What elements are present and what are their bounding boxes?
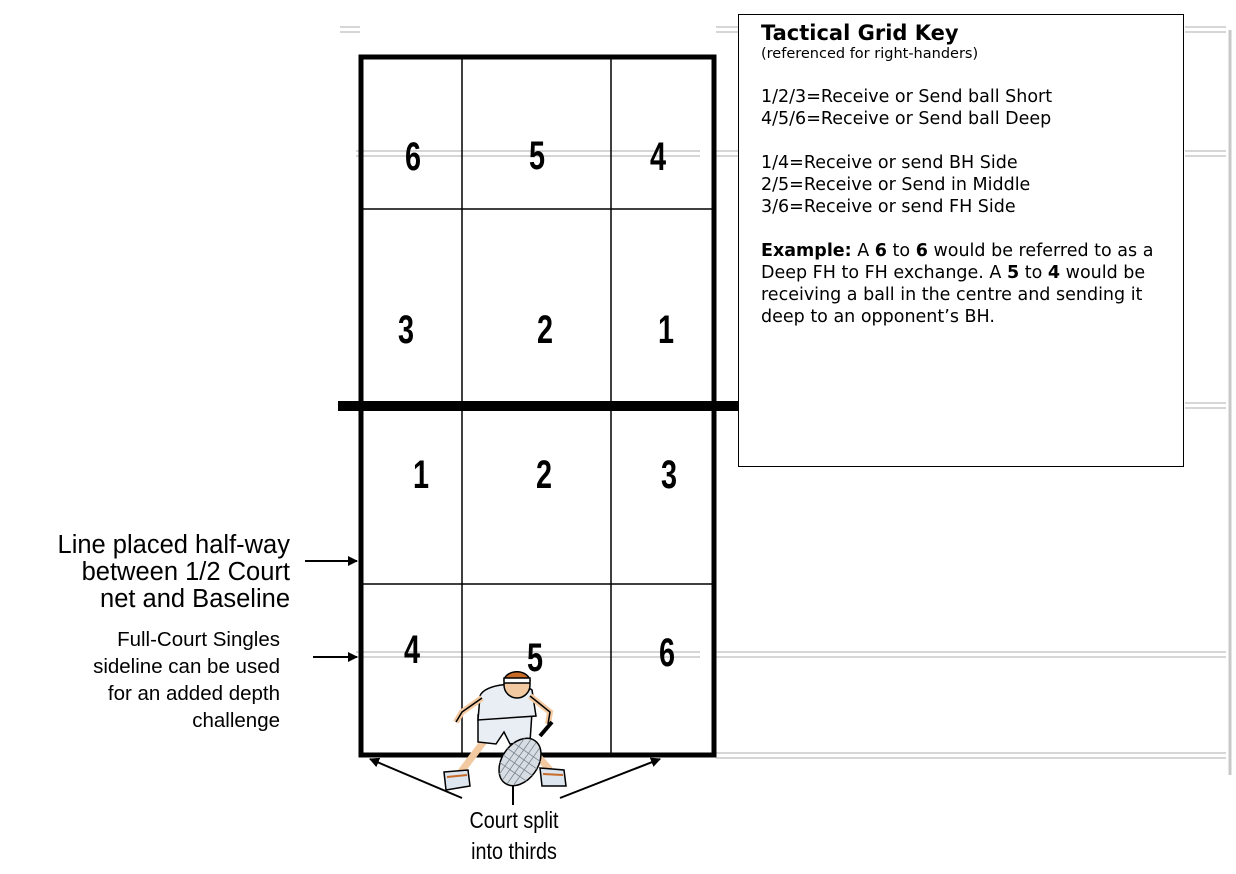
- thirds-arrow-left: [369, 757, 463, 799]
- key-depth-line: 1/2/3=Receive or Send ball Short: [761, 87, 1053, 107]
- court: [338, 54, 738, 758]
- cell-number-near-net-center: 2: [535, 453, 553, 497]
- key-example-text: to: [886, 241, 916, 261]
- key-example-number: 4: [1047, 263, 1061, 283]
- cell-number-far-top-center: 5: [528, 134, 546, 178]
- key-side-line: 3/6=Receive or send FH Side: [761, 197, 1016, 217]
- background-lines: [340, 26, 1232, 775]
- halfway-line-label-line: net and Baseline: [100, 585, 290, 613]
- halfway-line-label-line: Line placed half-way: [57, 531, 290, 559]
- sideline-label-line: sideline can be used: [93, 655, 280, 678]
- cell-number-far-net-right: 1: [657, 308, 675, 352]
- cell-number-far-net-left: 3: [397, 308, 415, 352]
- sideline-label-line: for an added depth: [107, 682, 280, 705]
- cell-number-near-net-right: 3: [660, 453, 678, 497]
- key-example-label: Example:: [761, 241, 852, 261]
- key-subtitle: (referenced for right-handers): [761, 46, 979, 62]
- court-thirds-label: Court split into thirds: [445, 805, 583, 867]
- key-example-text: would be receiving a ball in the centre …: [761, 263, 1146, 327]
- key-example-text: A: [851, 241, 875, 261]
- sideline-label-line: challenge: [192, 709, 280, 732]
- key-example-number: 6: [915, 241, 928, 261]
- key-example-number: 5: [1006, 263, 1020, 283]
- cell-number-near-net-left: 1: [412, 453, 430, 497]
- key-side-line: 1/4=Receive or send BH Side: [761, 153, 1018, 173]
- key-example: Example: A 6 to 6 would be referred to a…: [761, 240, 1171, 328]
- cell-number-near-back-center: 5: [526, 636, 544, 680]
- key-side-line: 2/5=Receive or Send in Middle: [761, 175, 1031, 195]
- court-thirds-label-line: Court split: [469, 807, 559, 833]
- key-title: Tactical Grid Key: [761, 21, 959, 45]
- sideline-label: Full-Court Singles sideline can be used …: [93, 626, 280, 734]
- cell-number-near-back-right: 6: [658, 631, 676, 675]
- halfway-line-label-line: between 1/2 Court: [81, 558, 290, 586]
- tennis-player-icon: [443, 671, 567, 791]
- key-example-text: would be referred to as a Deep FH to FH …: [761, 241, 1154, 283]
- key-example-number: 6: [874, 241, 887, 261]
- halfway-line-label: Line placed half-way between 1/2 Court n…: [58, 532, 290, 613]
- cell-number-near-back-left: 4: [403, 628, 421, 672]
- cell-number-far-top-left: 6: [404, 135, 422, 179]
- cell-number-far-top-right: 4: [649, 135, 667, 179]
- thirds-arrow-right: [559, 757, 661, 799]
- sideline-label-line: Full-Court Singles: [117, 628, 280, 651]
- key-example-text: to: [1024, 263, 1043, 283]
- cell-number-far-net-center: 2: [536, 308, 554, 352]
- court-thirds-label-line: into thirds: [471, 838, 557, 864]
- arrows: [305, 556, 661, 805]
- tactical-grid-key: Tactical Grid Key (referenced for right-…: [738, 14, 1184, 467]
- key-depth-line: 4/5/6=Receive or Send ball Deep: [761, 109, 1052, 129]
